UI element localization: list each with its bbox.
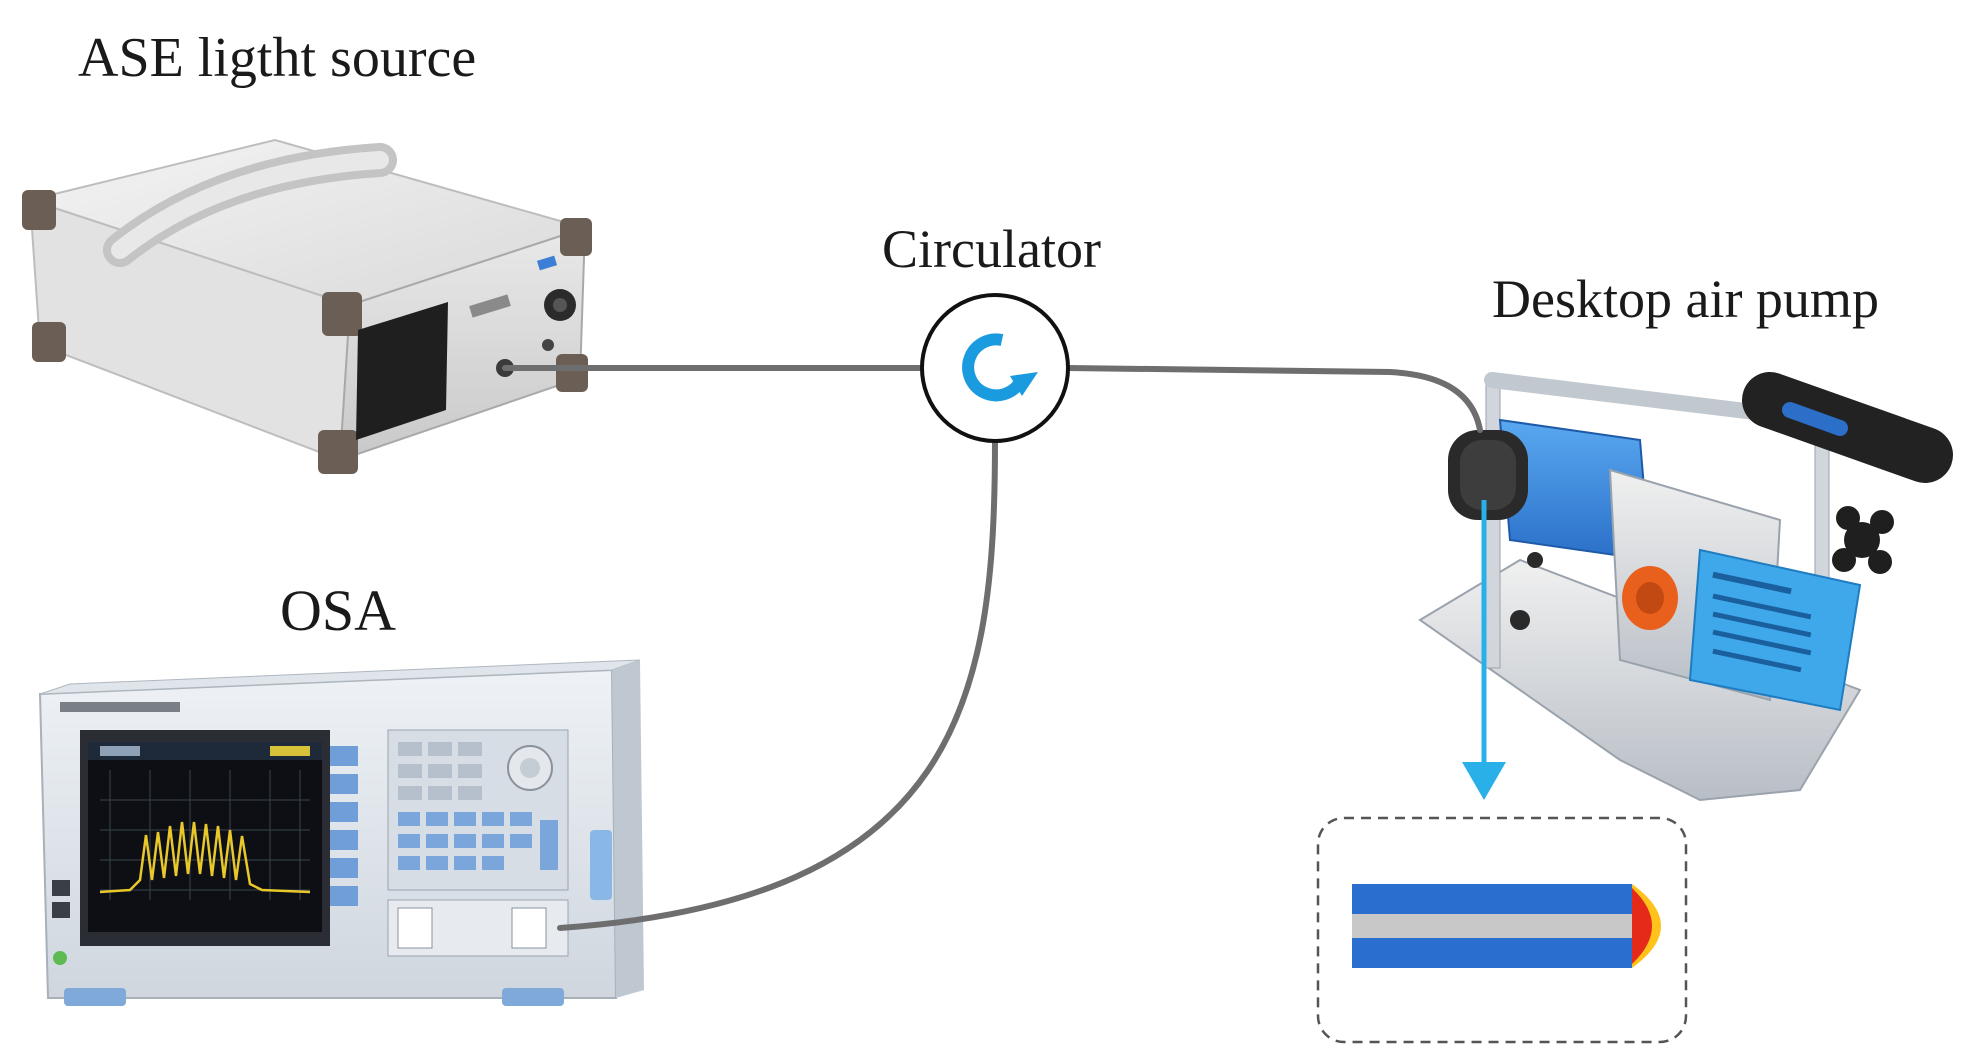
fiber-cladding-bottom <box>1352 938 1632 968</box>
ase-light-source-label: ASE ligtht source <box>78 27 477 89</box>
osa-label: OSA <box>280 578 397 643</box>
ase-light-source-device <box>22 138 592 474</box>
desktop-air-pump-device <box>1418 372 1953 802</box>
arrow-down-icon <box>1462 500 1506 800</box>
circulator <box>920 293 1070 443</box>
fiber-core <box>1352 914 1632 938</box>
fiber-circulator-to-osa <box>557 437 998 931</box>
circulator-label: Circulator <box>882 219 1101 279</box>
desktop-air-pump-label: Desktop air pump <box>1492 269 1879 329</box>
fiber-circulator-to-pump <box>1065 365 1483 433</box>
osa-device <box>38 659 644 1006</box>
fiber-cladding-top <box>1352 884 1632 914</box>
optical-fibers <box>502 365 1483 931</box>
sensor-inset <box>1316 816 1688 1044</box>
circular-arrow-icon <box>962 333 1038 402</box>
tip-red-layer <box>1632 888 1652 964</box>
